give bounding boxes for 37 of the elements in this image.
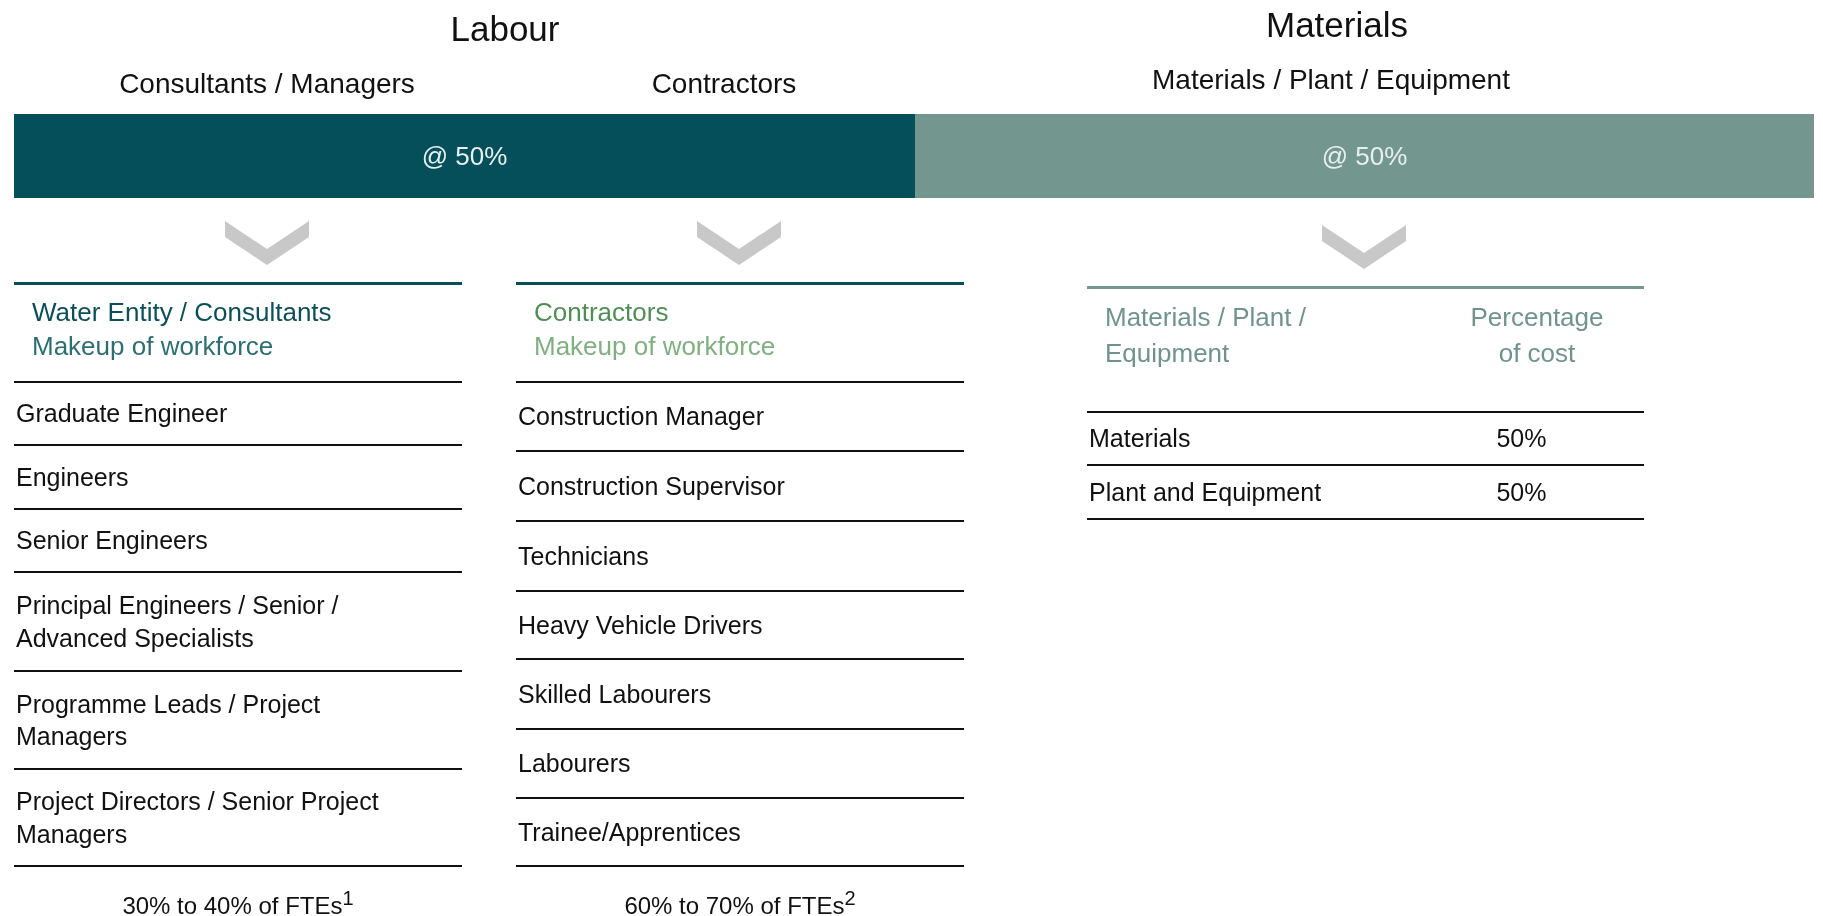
header-bar bbox=[915, 114, 1814, 198]
table-cell: Project Directors / Senior Project Managers bbox=[14, 770, 462, 867]
header-text: Makeup of workforce bbox=[534, 331, 776, 362]
table-cell: Skilled Labourers bbox=[516, 660, 964, 730]
table-header bbox=[14, 282, 462, 383]
header-text: Contractors bbox=[534, 297, 669, 328]
table-cell: Labourers bbox=[516, 730, 964, 799]
footnote-text: 30% to 40% of FTEs$^{1}$ bbox=[121, 886, 355, 916]
table-cell: 50% bbox=[1457, 466, 1644, 520]
bar-label: @ 50% bbox=[1321, 140, 1408, 172]
header-text: Water Entity / Consultants bbox=[32, 297, 332, 328]
table-cell: Graduate Engineer bbox=[14, 383, 462, 446]
table-cell: Construction Supervisor bbox=[516, 452, 964, 522]
column-title: Contractors bbox=[650, 67, 798, 101]
bar-label: @ 50% bbox=[421, 140, 508, 172]
header-text: Makeup of workforce bbox=[32, 331, 274, 362]
table-cell: Trainee/Apprentices bbox=[516, 799, 964, 867]
table-header bbox=[1087, 286, 1644, 413]
table-cell: Engineers bbox=[14, 446, 462, 510]
table-cell: Heavy Vehicle Drivers bbox=[516, 592, 964, 660]
section-heading: Labour bbox=[449, 8, 561, 50]
table-cell: Technicians bbox=[516, 522, 964, 592]
table-cell: Programme Leads / Project Managers bbox=[14, 672, 462, 770]
column-heading: Materials / Plant / Equipment bbox=[1105, 301, 1307, 370]
table-header bbox=[516, 282, 964, 383]
footnote-text: 60% to 70% of FTEs$^{2}$ bbox=[623, 886, 857, 916]
table-cell: 50% bbox=[1457, 413, 1644, 466]
table-cell: Plant and Equipment bbox=[1087, 466, 1457, 520]
column-title: Consultants / Managers bbox=[118, 67, 416, 101]
table-cell: Senior Engineers bbox=[14, 510, 462, 573]
column-heading: Percentage of cost bbox=[1469, 301, 1605, 370]
table-cell: Materials bbox=[1087, 413, 1457, 466]
header-bar bbox=[14, 114, 915, 198]
table-cell: Principal Engineers / Senior / Advanced Specialists bbox=[14, 573, 462, 672]
column-title: Materials / Plant / Equipment bbox=[1151, 63, 1511, 97]
table-cell: Construction Manager bbox=[516, 383, 964, 452]
section-heading: Materials bbox=[1265, 4, 1409, 46]
